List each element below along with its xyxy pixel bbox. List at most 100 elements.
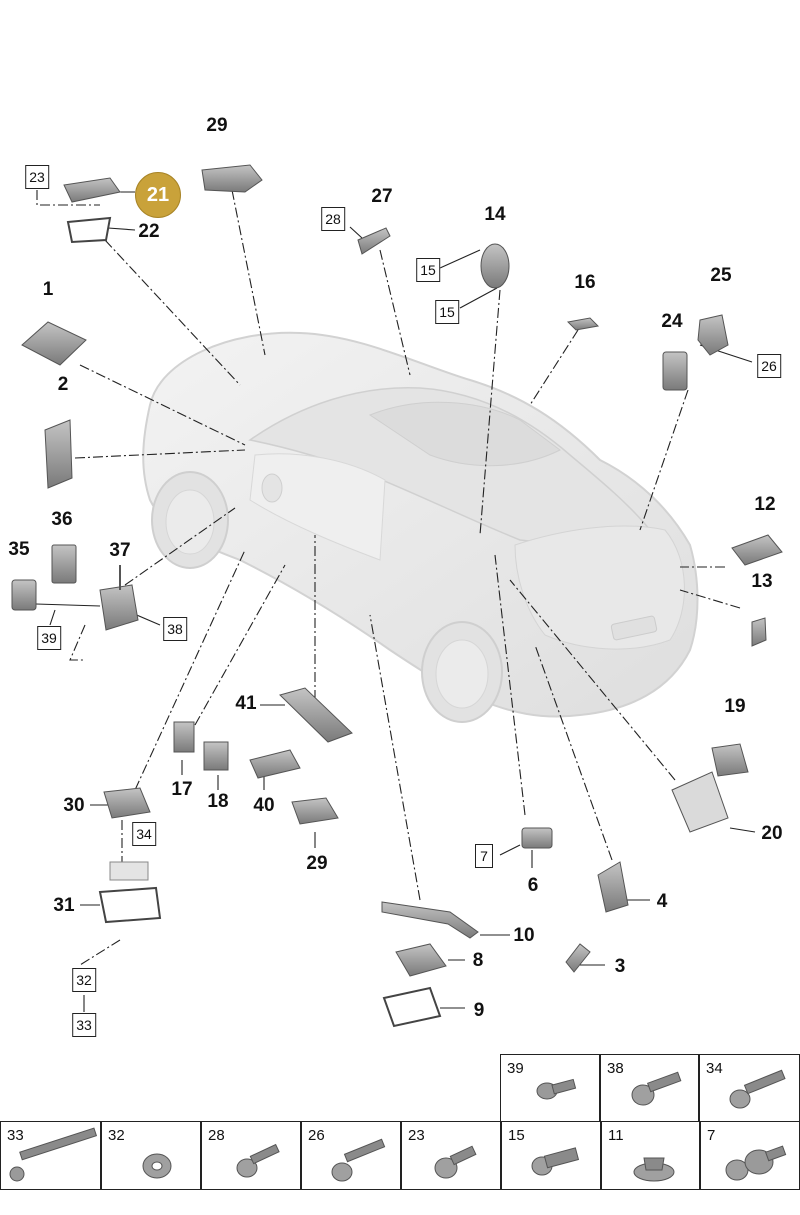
callout-35: 35 — [8, 539, 30, 560]
part-29-bottom — [291, 797, 339, 825]
ref-box-34: 34 — [132, 822, 156, 846]
callout-3: 3 — [614, 956, 626, 977]
hardware-label: 38 — [607, 1060, 624, 1077]
part-30 — [103, 787, 151, 819]
callout-12: 12 — [754, 494, 776, 515]
callout-36: 36 — [51, 509, 73, 530]
part-27 — [357, 227, 391, 255]
part-24 — [662, 351, 688, 391]
flange-bolt-icon — [631, 1071, 682, 1106]
part-36 — [51, 544, 77, 584]
callout-24: 24 — [661, 311, 683, 332]
hardware-cell-32: 32 — [101, 1121, 201, 1190]
part-29-top — [201, 164, 263, 193]
callout-18: 18 — [207, 791, 229, 812]
part-14 — [480, 243, 510, 289]
hardware-label: 32 — [108, 1127, 125, 1144]
callout-10: 10 — [513, 925, 535, 946]
callout-40: 40 — [253, 795, 275, 816]
hardware-label: 34 — [706, 1060, 723, 1077]
ref-box-7: 7 — [475, 844, 493, 868]
hardware-cell-23: 23 — [401, 1121, 501, 1190]
ref-box-38: 38 — [163, 617, 187, 641]
hardware-label: 7 — [707, 1127, 716, 1144]
callout-19: 19 — [724, 696, 746, 717]
callout-8: 8 — [472, 950, 484, 971]
callout-17: 17 — [171, 779, 193, 800]
part-4 — [597, 861, 629, 913]
part-13 — [751, 617, 767, 647]
callout-2: 2 — [57, 374, 69, 395]
hardware-label: 11 — [608, 1127, 624, 1144]
part-35 — [11, 579, 37, 611]
part-16 — [566, 317, 600, 331]
hardware-label: 23 — [408, 1127, 425, 1144]
ref-box-39: 39 — [37, 626, 61, 650]
ref-box-26: 26 — [757, 354, 781, 378]
screw-icon — [236, 1143, 280, 1178]
callout-13: 13 — [751, 571, 773, 592]
washer-icon — [142, 1153, 172, 1179]
part-10 — [381, 901, 479, 939]
hardware-cell-26: 26 — [301, 1121, 401, 1190]
part-12 — [731, 534, 783, 566]
hardware-label: 33 — [7, 1127, 24, 1144]
callout-14: 14 — [484, 204, 506, 225]
stud-bolt-icon — [331, 1138, 386, 1182]
part-2 — [44, 419, 73, 489]
bolt-icon — [729, 1069, 786, 1109]
long-bolt-icon — [9, 1127, 98, 1182]
hardware-cell-38: 38 — [600, 1054, 699, 1122]
part-31 — [98, 861, 162, 924]
part-21 — [63, 177, 121, 203]
ref-box-32: 32 — [72, 968, 96, 992]
callout-31: 31 — [53, 895, 75, 916]
flange-nut-icon — [633, 1157, 675, 1182]
part-25 — [697, 314, 729, 356]
hardware-cell-33: 33 — [0, 1121, 101, 1190]
ref-box-15-upper: 15 — [416, 258, 440, 282]
callout-41: 41 — [235, 693, 257, 714]
car-silhouette — [142, 331, 699, 723]
ref-box-28: 28 — [321, 207, 345, 231]
callout-30: 30 — [63, 795, 85, 816]
callout-1: 1 — [42, 279, 54, 300]
hardware-cell-39: 39 — [500, 1054, 600, 1122]
hardware-cell-34: 34 — [699, 1054, 800, 1122]
hardware-cell-28: 28 — [201, 1121, 301, 1190]
callout-25: 25 — [710, 265, 732, 286]
leader-lines — [36, 189, 741, 966]
part-19 — [711, 743, 749, 777]
ref-box-15-lower: 15 — [435, 300, 459, 324]
part-22 — [66, 216, 112, 244]
callout-16: 16 — [574, 272, 596, 293]
screw-icon — [434, 1145, 477, 1179]
part-20 — [671, 771, 729, 833]
part-17 — [173, 721, 195, 753]
callout-4: 4 — [656, 891, 668, 912]
part-6 — [521, 827, 553, 849]
hardware-label: 28 — [208, 1127, 225, 1144]
hardware-label: 15 — [508, 1127, 525, 1144]
screw-icon — [536, 1078, 577, 1100]
ref-box-23: 23 — [25, 165, 49, 189]
hardware-label: 39 — [507, 1060, 524, 1077]
callout-37: 37 — [109, 540, 131, 561]
part-8 — [395, 943, 447, 977]
part-3 — [565, 943, 591, 973]
callout-9: 9 — [473, 1000, 485, 1021]
hardware-cell-11: 11 — [601, 1121, 700, 1190]
part-1 — [21, 321, 87, 366]
part-18 — [203, 741, 229, 771]
part-41 — [279, 687, 353, 743]
part-40 — [249, 749, 301, 779]
callout-6: 6 — [527, 875, 539, 896]
hardware-label: 26 — [308, 1127, 325, 1144]
push-rivet-icon — [725, 1145, 787, 1181]
ref-box-33: 33 — [72, 1013, 96, 1037]
part-9 — [382, 986, 442, 1028]
clip-fastener-icon — [531, 1147, 580, 1176]
hardware-cell-7: 7 — [700, 1121, 800, 1190]
